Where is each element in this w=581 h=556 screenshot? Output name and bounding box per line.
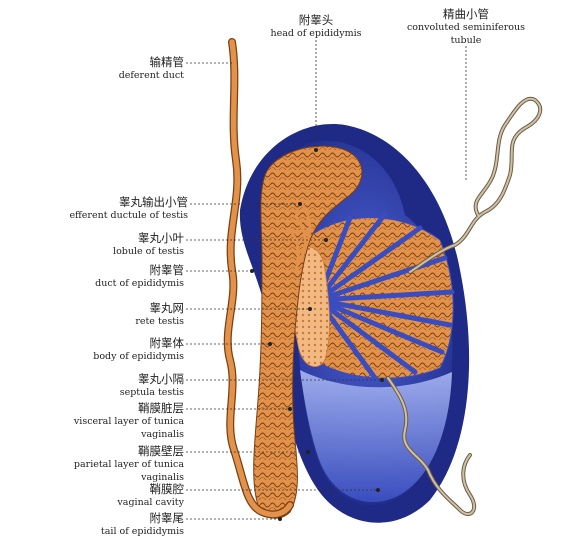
epididymis-shape xyxy=(253,145,363,519)
label-vaginal-cavity: 鞘膜腔 vaginal cavity xyxy=(117,482,184,509)
leader-dots xyxy=(250,148,384,521)
label-body-of-epididymis: 附睾体 body of epididymis xyxy=(93,336,184,363)
label-visceral-layer: 鞘膜脏层 visceral layer of tunica vaginalis xyxy=(73,401,184,441)
label-duct-of-epididymis: 附睾管 duct of epididymis xyxy=(95,263,184,290)
leader-lines xyxy=(186,40,467,520)
label-parietal-layer: 鞘膜壁层 parietal layer of tunica vaginalis xyxy=(73,444,184,484)
convoluted-tubule-shape xyxy=(386,96,543,516)
label-efferent-ductule: 睾丸输出小管 efferent ductule of testis xyxy=(69,195,188,222)
label-lobule-of-testis: 睾丸小叶 lobule of testis xyxy=(113,231,184,258)
label-convoluted-tubule: 精曲小管 convoluted seminiferous tubule xyxy=(406,7,526,47)
lobules xyxy=(304,211,455,381)
label-septula-testis: 睾丸小隔 septula testis xyxy=(119,372,184,399)
vaginal-cavity-shape xyxy=(300,370,452,503)
label-tail-of-epididymis: 附睾尾 tail of epididymis xyxy=(100,511,184,538)
label-head-of-epididymis: 附睾头 head of epididymis xyxy=(270,13,362,40)
label-rete-testis: 睾丸网 rete testis xyxy=(135,301,184,328)
efferent-ductules xyxy=(286,199,312,271)
label-deferent-duct: 输精管 deferent duct xyxy=(118,55,184,82)
